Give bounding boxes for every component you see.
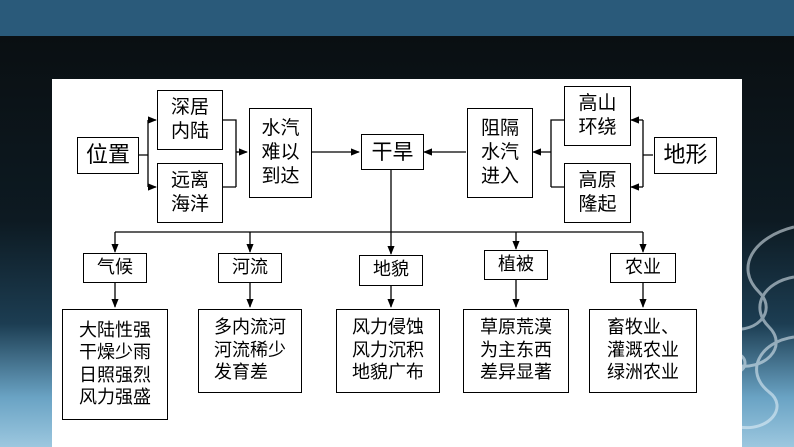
- node-climate: 气候: [83, 253, 147, 283]
- node-rivers-desc: 多内流河 河流稀少 发育差: [198, 309, 302, 393]
- node-arid: 干旱: [361, 134, 424, 170]
- node-location: 位置: [77, 137, 139, 174]
- node-climate-desc: 大陆性强 干燥少雨 日照强烈 风力强盛: [62, 309, 168, 420]
- node-inland: 深居 内陆: [157, 90, 223, 150]
- node-vegetation: 植被: [484, 250, 548, 280]
- node-rivers: 河流: [218, 253, 282, 283]
- top-bar: [0, 0, 794, 36]
- node-agriculture: 农业: [610, 253, 676, 283]
- node-blocked: 阻隔 水汽 进入: [467, 108, 533, 198]
- node-landform-desc: 风力侵蚀 风力沉积 地貌广布: [336, 309, 440, 393]
- node-terrain: 地形: [654, 137, 717, 174]
- node-vegetation-desc: 草原荒漠 为主东西 差异显著: [463, 309, 569, 393]
- node-plateau: 高原 隆起: [564, 163, 631, 223]
- node-agriculture-desc: 畜牧业、 灌溉农业 绿洲农业: [589, 309, 697, 393]
- node-landform: 地貌: [359, 255, 423, 286]
- node-far-from-sea: 远离 海洋: [157, 163, 223, 223]
- node-vapor-hard: 水汽 难以 到达: [249, 108, 312, 198]
- node-mountains: 高山 环绕: [564, 86, 631, 146]
